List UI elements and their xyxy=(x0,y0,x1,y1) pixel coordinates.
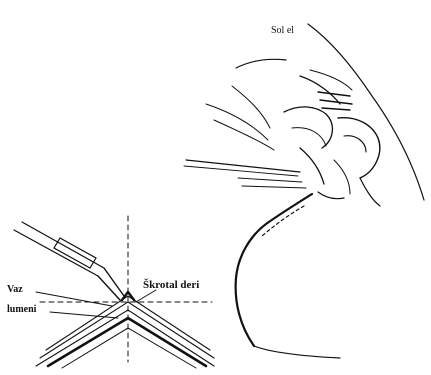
skrotal-skin-label: Škrotal deri xyxy=(143,280,199,291)
hand-drawing xyxy=(184,24,424,358)
cross-section-detail xyxy=(14,216,214,368)
vas-label: Vaz xyxy=(7,285,23,295)
lumen-label: lumeni xyxy=(7,305,36,315)
hand-label: Sol el xyxy=(271,26,294,36)
